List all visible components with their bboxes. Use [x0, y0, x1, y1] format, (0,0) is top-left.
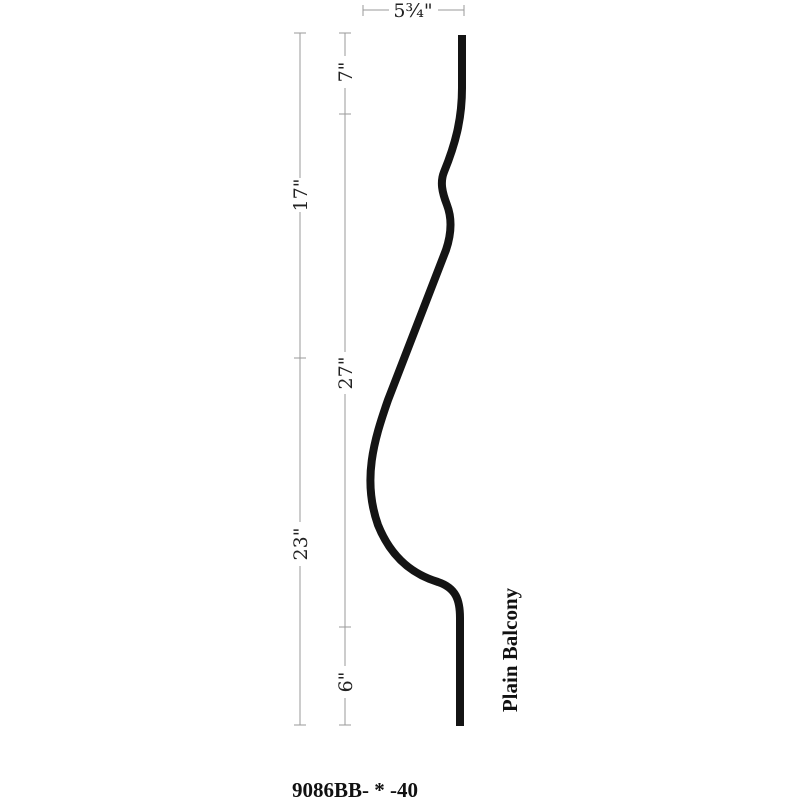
baluster-profile	[366, 35, 466, 726]
inner-top-label: 7"	[335, 62, 357, 83]
width-dimension: 5¾"	[362, 0, 465, 22]
inner-middle-label: 27"	[335, 357, 357, 390]
part-number: 9086BB- * -40	[292, 778, 418, 800]
outer-top-label: 17"	[290, 179, 312, 212]
outer-dimension: 17" 23"	[290, 32, 312, 726]
inner-dimension: 7" 27" 6"	[335, 32, 357, 726]
outer-bottom-label: 23"	[290, 528, 312, 561]
width-label: 5¾"	[393, 0, 432, 22]
product-label: Plain Balcony	[498, 587, 522, 712]
inner-bottom-label: 6"	[335, 672, 357, 693]
